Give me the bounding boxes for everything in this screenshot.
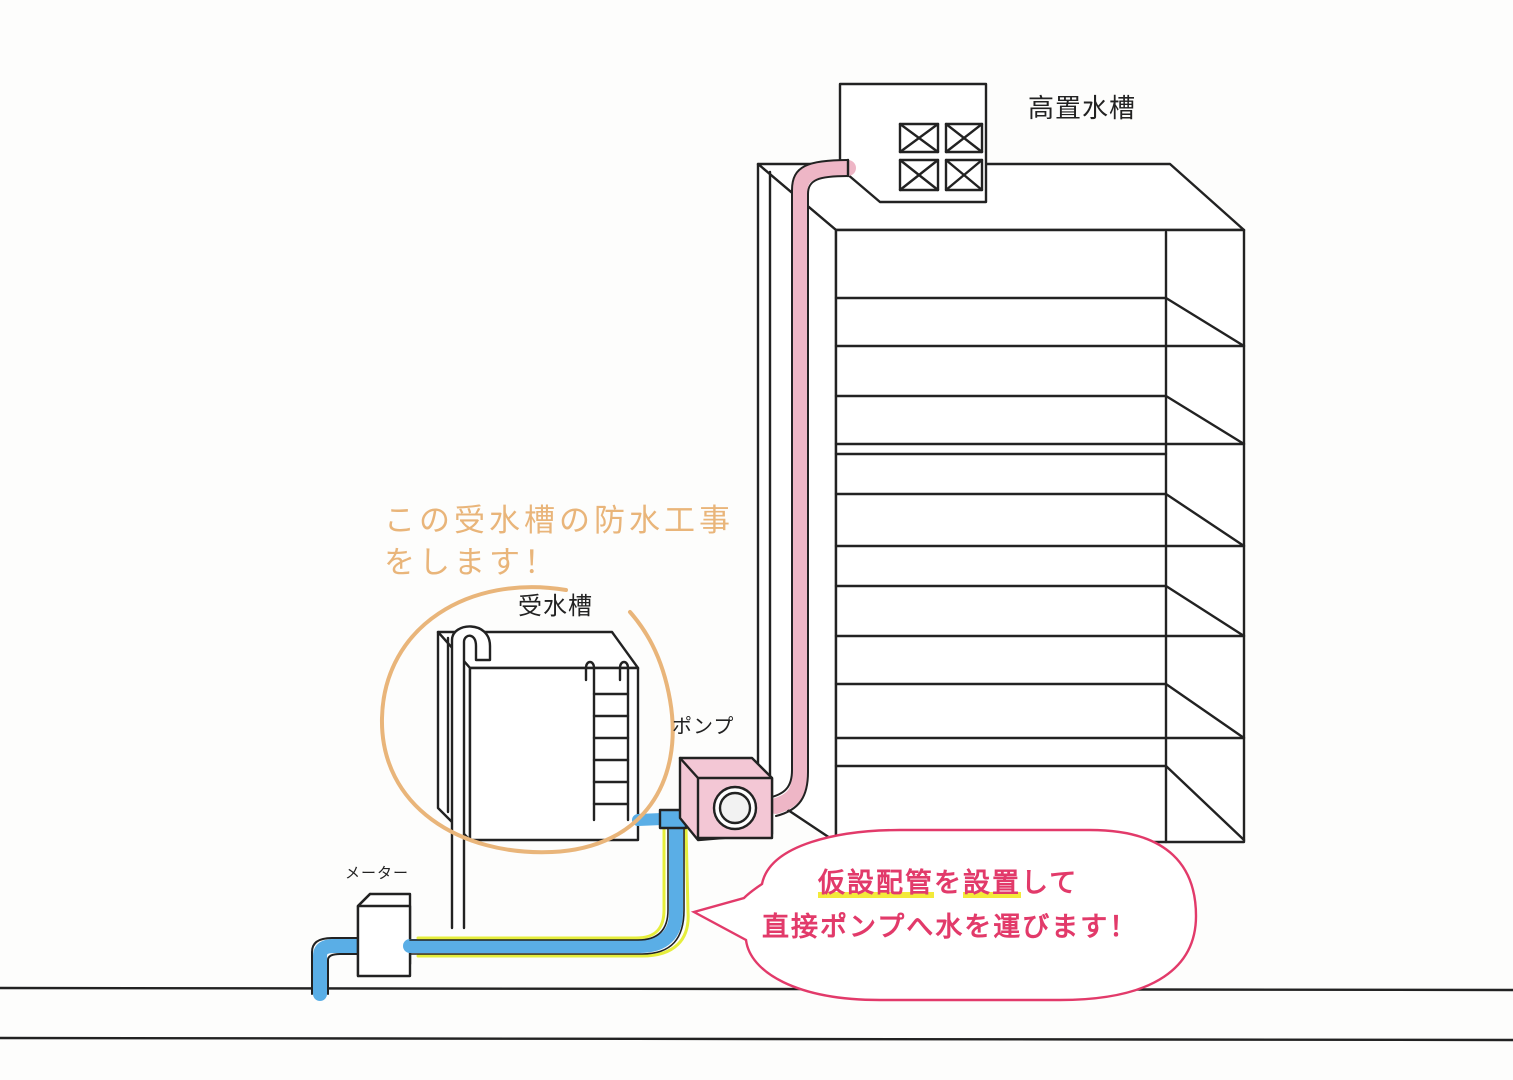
meter-label: メーター (345, 864, 410, 882)
bubble-tail: して (1021, 868, 1079, 899)
bubble-particle: を (934, 868, 963, 899)
building-floors (834, 296, 1246, 842)
bubble-line-2: 直接ポンプへ水を運びます！ (762, 912, 1139, 943)
pump-label: ポンプ (672, 714, 735, 738)
pump (678, 756, 774, 842)
note-line-1: この受水槽の防水工事 (384, 503, 734, 539)
bubble-highlight-temp-piping: 仮設配管 (818, 868, 934, 899)
receiving-water-tank (436, 625, 640, 930)
temporary-piping (403, 808, 693, 958)
highlight-circle (379, 585, 675, 855)
bubble-line-1: 仮設配管を設置して (818, 868, 1079, 899)
water-meter (356, 892, 412, 978)
note-line-2: をします！ (384, 545, 559, 581)
tank-ladder (584, 660, 630, 822)
building (756, 162, 1246, 844)
ground-lines (0, 986, 1513, 1042)
receiving-tank-label: 受水槽 (518, 592, 593, 620)
pump-to-high-tank-pipe (767, 158, 856, 817)
street-supply-pipe (311, 937, 367, 1001)
bubble-highlight-install: 設置 (963, 868, 1021, 899)
high-water-tank (838, 82, 988, 204)
high-tank-label: 高置水槽 (1028, 94, 1137, 124)
